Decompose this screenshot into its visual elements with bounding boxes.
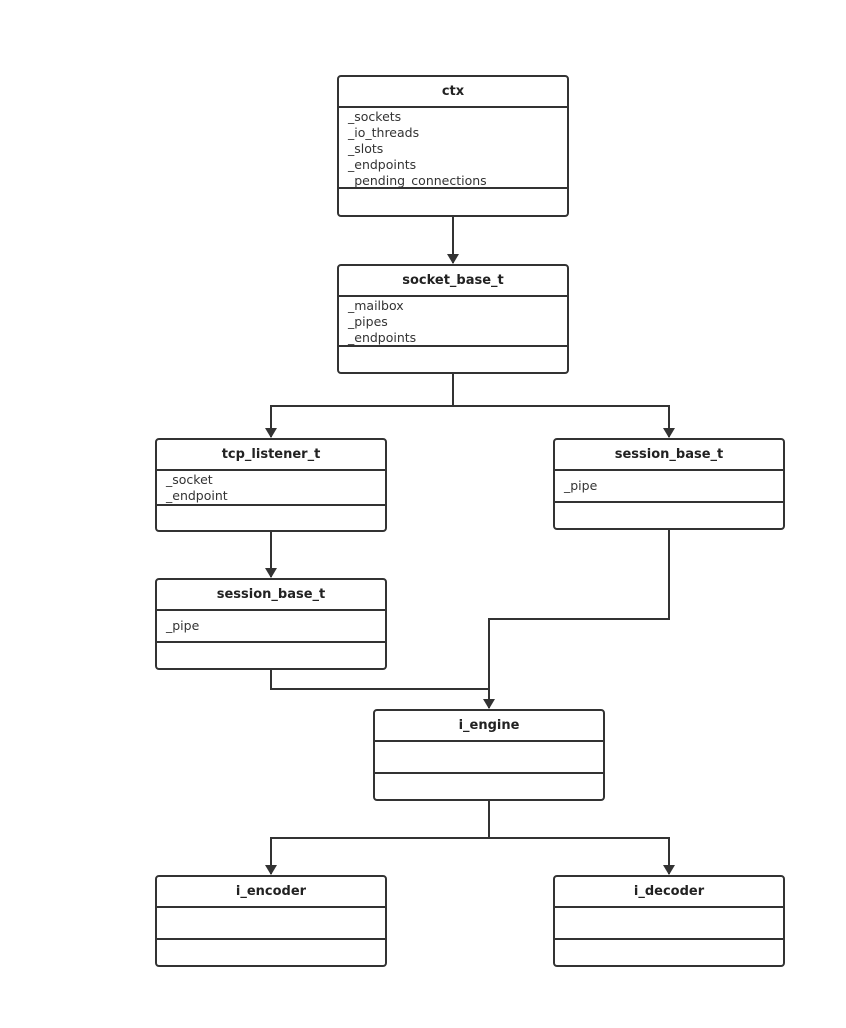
class-i-encoder-attributes (157, 908, 385, 940)
class-socket-base-name: socket_base_t (339, 266, 567, 297)
class-tcp-listener-name: tcp_listener_t (157, 440, 385, 471)
attribute: _sockets (348, 109, 402, 124)
attribute: _slots (348, 141, 384, 156)
class-ctx-name: ctx (339, 77, 567, 108)
class-session-base-left-name: session_base_t (157, 580, 385, 611)
attribute: _pipes (348, 314, 388, 329)
class-session-base-left-attributes: _pipe (157, 611, 385, 643)
attribute: _endpoint (166, 488, 228, 503)
edge-session-base-right-to-i-engine (483, 529, 670, 709)
attribute: _socket (166, 472, 213, 487)
edge-i-engine-to-i-decoder (489, 837, 675, 875)
edge-socket-base-to-session-base-right (453, 405, 675, 438)
class-i-decoder-attributes (555, 908, 783, 940)
attribute: _io_threads (348, 125, 420, 140)
attribute: _pending_connections (348, 173, 487, 188)
class-i-engine-attributes (375, 742, 603, 774)
class-session-base-right-name: session_base_t (555, 440, 783, 471)
class-i-encoder-name: i_encoder (157, 877, 385, 908)
class-socket-base-attributes: _mailbox _pipes _endpoints (339, 297, 567, 347)
class-i-encoder[interactable]: i_encoder (155, 875, 387, 967)
class-session-base-right-attributes: _pipe (555, 471, 783, 503)
attribute: _pipe (564, 478, 598, 493)
class-tcp-listener[interactable]: tcp_listener_t _socket _endpoint (155, 438, 387, 532)
class-i-decoder-name: i_decoder (555, 877, 783, 908)
class-i-engine[interactable]: i_engine (373, 709, 605, 801)
attribute: _endpoints (348, 157, 417, 172)
class-i-engine-name: i_engine (375, 711, 603, 742)
class-session-base-left[interactable]: session_base_t _pipe (155, 578, 387, 670)
edge-i-engine-to-i-encoder (265, 800, 490, 875)
class-i-decoder[interactable]: i_decoder (553, 875, 785, 967)
class-ctx[interactable]: ctx _sockets _io_threads _slots _endpoin… (337, 75, 569, 217)
attribute: _endpoints (348, 330, 417, 345)
attribute: _pipe (166, 618, 200, 633)
class-session-base-right[interactable]: session_base_t _pipe (553, 438, 785, 530)
class-socket-base[interactable]: socket_base_t _mailbox _pipes _endpoints (337, 264, 569, 374)
edge-socket-base-to-tcp-listener (265, 373, 454, 438)
class-tcp-listener-attributes: _socket _endpoint (157, 471, 385, 506)
attribute: _mailbox (348, 298, 404, 313)
edge-session-base-left-to-i-engine (270, 669, 489, 690)
class-ctx-attributes: _sockets _io_threads _slots _endpoints _… (339, 108, 567, 189)
